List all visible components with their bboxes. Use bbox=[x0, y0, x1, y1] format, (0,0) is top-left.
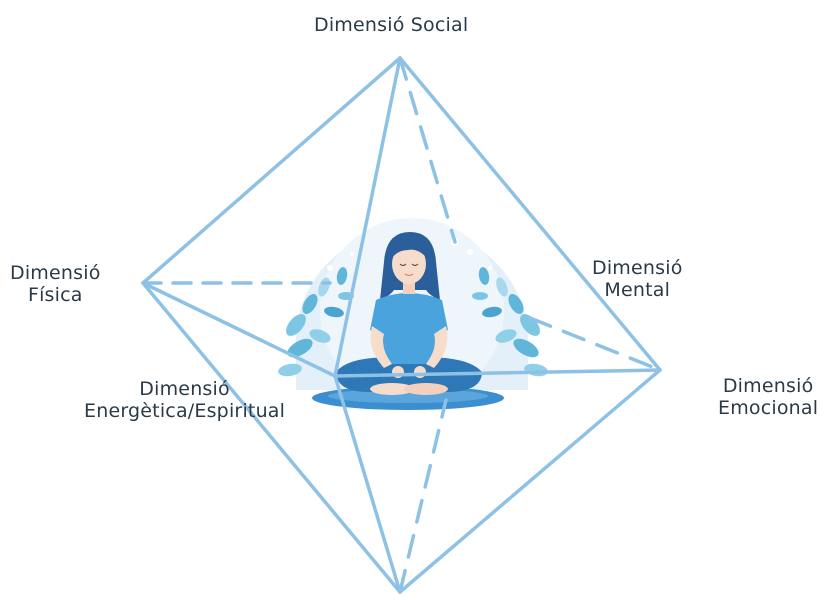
edge-top-left bbox=[141, 56, 402, 285]
edge-left-front bbox=[141, 281, 337, 378]
edge-front-right bbox=[333, 368, 662, 378]
label-emocional-line2: Emocional bbox=[718, 397, 819, 419]
torso bbox=[370, 293, 448, 364]
label-dimensio-energetica: Dimensió Energètica/Espiritual bbox=[84, 378, 285, 422]
label-mental-line2: Mental bbox=[604, 279, 671, 301]
edge-top-back bbox=[398, 56, 457, 244]
edge-bottom-right bbox=[398, 368, 662, 594]
label-dimensio-social: Dimensió Social bbox=[314, 14, 468, 36]
label-social-text: Dimensió Social bbox=[314, 14, 469, 36]
edge-bottom-left bbox=[141, 281, 402, 594]
label-fisica-line1: Dimensió bbox=[10, 262, 101, 284]
label-emocional-line1: Dimensió bbox=[722, 375, 814, 397]
edge-back-right bbox=[528, 316, 662, 372]
meditating-woman-icon bbox=[278, 218, 548, 410]
label-energetica-line1: Dimensió bbox=[139, 378, 230, 400]
label-mental-line1: Dimensió bbox=[592, 257, 683, 279]
octahedron-edges bbox=[141, 56, 662, 594]
right-leaves bbox=[472, 267, 548, 377]
edge-bottom-back bbox=[398, 398, 448, 594]
label-fisica-line2: Física bbox=[27, 284, 83, 306]
left-leaves bbox=[278, 267, 354, 377]
label-dimensio-mental: Dimensió Mental bbox=[592, 257, 683, 301]
edge-bottom-front bbox=[333, 374, 402, 594]
label-dimensio-emocional: Dimensió Emocional bbox=[718, 375, 818, 419]
edge-top-front bbox=[333, 56, 402, 378]
label-dimensio-fisica: Dimensió Física bbox=[10, 262, 101, 306]
face bbox=[392, 244, 426, 284]
label-energetica-line2: Energètica/Espiritual bbox=[84, 400, 286, 422]
edge-top-right bbox=[398, 56, 662, 372]
